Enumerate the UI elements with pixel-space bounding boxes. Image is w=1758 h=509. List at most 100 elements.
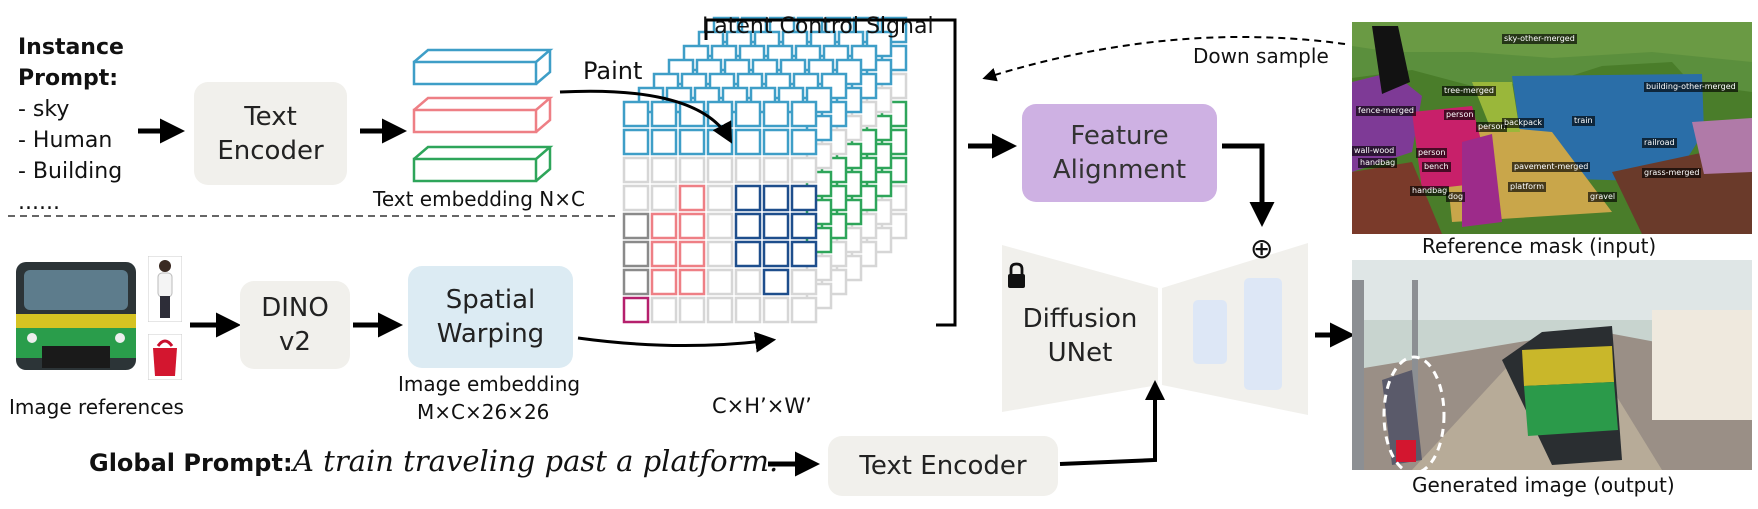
tensor-cell <box>762 128 790 156</box>
paint-arrow <box>559 89 733 144</box>
mask-label: train <box>1572 116 1595 126</box>
tensor-cell <box>678 128 706 156</box>
tensor-cell <box>650 156 678 184</box>
tensor-dimensions-label: C×H’×W’ <box>712 394 812 418</box>
tensor-cell <box>650 240 678 268</box>
diffusion-unet-label: Diffusion UNet <box>1022 304 1138 368</box>
tensor-cell <box>650 128 678 156</box>
tensor-cell <box>790 128 818 156</box>
mask-label: handbag <box>1358 158 1398 168</box>
instance-prompt-item: - Building <box>18 159 123 184</box>
dino-box: DINO v2 <box>240 281 350 369</box>
feature-alignment-box: Feature Alignment <box>1022 104 1217 202</box>
tensor-cell <box>706 128 734 156</box>
tensor-cell <box>622 128 650 156</box>
tensor-cell <box>622 100 650 128</box>
downsample-arrow <box>982 35 1346 82</box>
tensor-cell <box>678 296 706 324</box>
mask-label: dog <box>1446 192 1466 202</box>
mask-label: person <box>1444 110 1476 120</box>
text-encoder-box-top: Text Encoder <box>194 82 347 185</box>
tensor-cell <box>880 16 908 44</box>
tensor-cell <box>622 296 650 324</box>
tensor-cell <box>790 296 818 324</box>
tensor-cell <box>650 268 678 296</box>
arrow-encoder-to-unet <box>1059 380 1165 466</box>
tensor-cell <box>790 268 818 296</box>
warping-arrow <box>577 331 777 353</box>
tensor-cell <box>734 240 762 268</box>
tensor-cell <box>650 296 678 324</box>
image-embedding-label: Image embedding <box>398 372 581 396</box>
mask-label: platform <box>1508 182 1546 192</box>
text-embedding-label: Text embedding N×C <box>373 187 585 211</box>
mask-label: railroad <box>1642 138 1677 148</box>
tensor-cell <box>762 212 790 240</box>
unet-encoder-shape <box>1002 245 1158 412</box>
tensor-cell <box>706 240 734 268</box>
mask-label: backpack <box>1502 118 1545 128</box>
spatial-warping-box: Spatial Warping <box>408 266 573 368</box>
text-embedding-cyan <box>412 48 554 86</box>
text-embedding-pink <box>412 96 554 134</box>
tensor-cell <box>622 268 650 296</box>
reference-mask-caption: Reference mask (input) <box>1422 234 1657 258</box>
mask-label: tree-merged <box>1442 86 1496 96</box>
generated-image <box>1352 260 1752 470</box>
tensor-cell <box>734 100 762 128</box>
mask-label: person <box>1476 122 1508 132</box>
tensor-cell <box>678 268 706 296</box>
image-embedding-dims: M×C×26×26 <box>417 400 550 424</box>
unet-block-small <box>1193 300 1227 364</box>
paint-label: Paint <box>583 57 643 85</box>
tensor-cell <box>734 268 762 296</box>
tensor-cell <box>706 100 734 128</box>
instance-prompt-item: - sky <box>18 97 70 122</box>
tensor-cell <box>790 240 818 268</box>
tensor-cell <box>678 184 706 212</box>
text-encoder-box-bottom: Text Encoder <box>828 436 1058 496</box>
tensor-cell <box>790 156 818 184</box>
tensor-cell <box>762 156 790 184</box>
tensor-cell <box>762 268 790 296</box>
tensor-cell <box>790 100 818 128</box>
latent-tensor-cube <box>622 16 908 324</box>
latent-control-signal-label: Latent Control Signal <box>702 14 934 39</box>
tensor-cell <box>678 240 706 268</box>
tensor-cell <box>650 184 678 212</box>
text-embedding-green <box>412 145 554 183</box>
reference-handbag-image <box>148 334 182 380</box>
down-sample-label: Down sample <box>1193 44 1329 68</box>
tensor-cell <box>622 156 650 184</box>
tensor-cell <box>734 212 762 240</box>
global-prompt-label: Global Prompt: <box>89 449 293 477</box>
tensor-cell <box>650 100 678 128</box>
tensor-cell <box>706 268 734 296</box>
mask-label: sky-other-merged <box>1502 34 1577 44</box>
tensor-cell <box>734 184 762 212</box>
tensor-cell <box>622 240 650 268</box>
tensor-cell <box>706 156 734 184</box>
instance-prompt: Instance Prompt: - sky - Human - Buildin… <box>18 32 124 218</box>
tensor-cell <box>762 296 790 324</box>
mask-label: gravel <box>1588 192 1618 202</box>
tensor-cell <box>622 212 650 240</box>
instance-prompt-item: - Human <box>18 128 113 153</box>
generated-image-caption: Generated image (output) <box>1412 473 1675 497</box>
locked-lock-icon <box>1008 262 1025 288</box>
mask-label: person <box>1416 148 1448 158</box>
unet-block-large <box>1244 278 1282 390</box>
instance-prompt-item: ...... <box>18 190 60 215</box>
tensor-cell <box>762 100 790 128</box>
tensor-cell <box>850 212 878 240</box>
mask-label: grass-merged <box>1642 168 1702 178</box>
tensor-cell <box>706 296 734 324</box>
tensor-cell <box>734 156 762 184</box>
tensor-cell <box>734 128 762 156</box>
reference-person-image <box>148 256 182 322</box>
plus-symbol: ⊕ <box>1250 232 1274 265</box>
tensor-cell <box>790 184 818 212</box>
global-prompt-text: A train traveling past a platform. <box>293 444 779 478</box>
